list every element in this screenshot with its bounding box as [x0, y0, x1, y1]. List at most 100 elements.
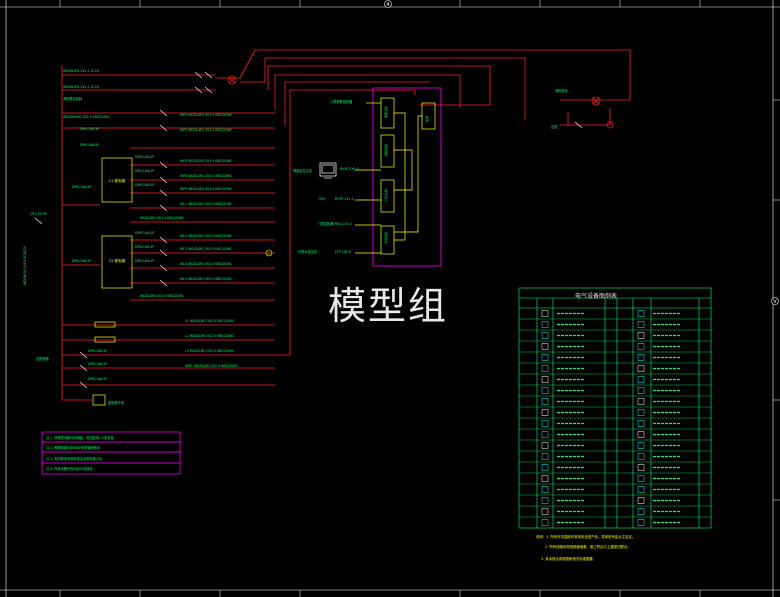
legend-symbol-icon	[637, 453, 645, 460]
legend-symbol-icon	[637, 519, 645, 526]
legend-symbol-icon	[541, 343, 549, 350]
legend-table	[518, 287, 712, 529]
legend-symbol-icon	[541, 376, 549, 383]
svg-text:对讲主机: 对讲主机	[383, 232, 388, 244]
legend-symbol-icon	[637, 387, 645, 394]
svg-text:RVV-2X1.0: RVV-2X1.0	[335, 222, 352, 226]
svg-text:应急: 应急	[551, 124, 558, 129]
legend-symbol-icon	[541, 475, 549, 482]
svg-text:报警主机: 报警主机	[383, 106, 388, 118]
legend-symbol-icon	[541, 321, 549, 328]
svg-text:注 4. 所有设备外壳均应可靠接地: 注 4. 所有设备外壳均应可靠接地	[46, 466, 93, 471]
svg-text:WM1 WDZA-BYJ-3X2.5 KBG20/WC: WM1 WDZA-BYJ-3X2.5 KBG20/WC	[185, 364, 239, 368]
module-labels: 报警主机 视频主机 门禁主机 对讲主机 电源	[383, 106, 429, 244]
svg-text:2. 所有线路均穿阻燃管暗敷，施工时应与土建密切配合。: 2. 所有线路均穿阻燃管暗敷，施工时应与土建密切配合。	[545, 544, 631, 549]
svg-text:FTP CAT 6: FTP CAT 6	[335, 250, 351, 254]
svg-text:V: V	[773, 299, 777, 305]
legend-symbol-icon	[637, 365, 645, 372]
legend-symbol-icon	[637, 310, 645, 317]
legend-symbol-icon	[637, 321, 645, 328]
svg-text:DPN-16A/1P: DPN-16A/1P	[135, 183, 154, 187]
legend-symbol-icon	[541, 420, 549, 427]
svg-text:DPN-16A/1P: DPN-16A/1P	[135, 259, 154, 263]
svg-text:4: 4	[386, 2, 389, 8]
svg-text:入侵报警控制器: 入侵报警控制器	[330, 99, 353, 104]
svg-text:WDZN-YJY-5X10-SC40-FC: WDZN-YJY-5X10-SC40-FC	[23, 245, 27, 285]
legend-symbol-icon	[541, 508, 549, 515]
svg-text:可视对讲主机: 可视对讲主机	[298, 249, 318, 254]
watermark-title: 模型组	[328, 284, 449, 328]
legend-symbol-icon	[637, 398, 645, 405]
legend-symbol-icon	[637, 497, 645, 504]
svg-text:WP3 WDZA-BYJ-3X2.5 KBG20/WC: WP3 WDZA-BYJ-3X2.5 KBG20/WC	[180, 159, 233, 163]
svg-text:DPN-16A/1P: DPN-16A/1P	[72, 185, 91, 189]
svg-text:QF1-32/3P: QF1-32/3P	[30, 212, 47, 216]
svg-text:WP5 WDZA-BYJ-3X2.5 KBG20/WC: WP5 WDZA-BYJ-3X2.5 KBG20/WC	[180, 187, 233, 191]
border-marker-top: 4	[384, 0, 392, 8]
legend-rows	[519, 318, 711, 518]
border-marker-right: V	[771, 297, 779, 305]
svg-text:DPN-16A/1P: DPN-16A/1P	[88, 362, 107, 366]
svg-text:WP4 WDZA-BYJ-3X2.5 KBG20/WC: WP4 WDZA-BYJ-3X2.5 KBG20/WC	[180, 174, 233, 178]
legend-icons	[541, 310, 681, 526]
svg-text:TVM: TVM	[317, 197, 325, 201]
breaker-symbols	[34, 71, 583, 389]
legend-symbol-icon	[637, 409, 645, 416]
legend-symbol-icon	[637, 486, 645, 493]
legend-symbol-icon	[637, 376, 645, 383]
legend-symbol-icon	[541, 486, 549, 493]
legend-symbol-icon	[541, 387, 549, 394]
svg-text:1: 1	[268, 252, 270, 256]
circled-marker-1: 1	[265, 249, 273, 257]
svg-text:WP1 WDZA-BYJ-3X2.5 KBG20/WC: WP1 WDZA-BYJ-3X2.5 KBG20/WC	[180, 113, 233, 117]
legend-symbol-icon	[637, 508, 645, 515]
legend-symbol-icon	[541, 519, 549, 526]
svg-text:DPN-16A/1P: DPN-16A/1P	[135, 155, 154, 159]
svg-text:视频监控主机: 视频监控主机	[293, 168, 313, 173]
svg-text:L2 WDZA-BYJ-3X2.5 KBG20/WC: L2 WDZA-BYJ-3X2.5 KBG20/WC	[185, 334, 235, 338]
svg-text:注 3. 安防弱电系统电源由本配电箱引出: 注 3. 安防弱电系统电源由本配电箱引出	[46, 456, 102, 461]
svg-text:DPN-16A/1P: DPN-16A/1P	[135, 169, 154, 173]
circuit-labels: WDZN-BYJ-3X2.5-SC20 WDZN-BYJ-3X2.5-SC20 …	[30, 69, 568, 405]
svg-text:消防联动控制: 消防联动控制	[63, 96, 82, 101]
svg-text:DPN-16A/1P: DPN-16A/1P	[72, 259, 91, 263]
wiring-red	[61, 49, 631, 401]
svg-text:3. 其余做法参照国家相关标准图集。: 3. 其余做法参照国家相关标准图集。	[541, 556, 596, 561]
svg-text:WDZA-BYJ-3X2.5 KBG20/WC: WDZA-BYJ-3X2.5 KBG20/WC	[140, 216, 185, 220]
svg-text:WDZA-BYJ-3X2.5 KBG20/WC: WDZA-BYJ-3X2.5 KBG20/WC	[140, 294, 185, 298]
legend-symbol-icon	[541, 332, 549, 339]
legend-symbol-icon	[637, 464, 645, 471]
legend-symbol-icon	[637, 475, 645, 482]
svg-text:视频主机: 视频主机	[383, 144, 388, 156]
svg-text:DPN-16A/1P: DPN-16A/1P	[135, 231, 154, 235]
legend-symbol-icon	[637, 431, 645, 438]
svg-text:DPN-16A/1P: DPN-16A/1P	[135, 245, 154, 249]
fault-indicator-circles	[227, 75, 614, 129]
legend-symbol-icon	[541, 464, 549, 471]
legend-symbol-icon	[637, 354, 645, 361]
svg-text:WL3 WDZA-BYJ-3X2.5 KBG20/WC: WL3 WDZA-BYJ-3X2.5 KBG20/WC	[180, 247, 233, 251]
vertical-label: WDZN-YJY-5X10-SC40-FC	[23, 245, 27, 285]
svg-text:消防联动: 消防联动	[555, 88, 568, 93]
legend-symbol-icon	[637, 343, 645, 350]
legend-symbol-icon	[541, 497, 549, 504]
svg-text:门禁主机: 门禁主机	[383, 189, 388, 201]
svg-text:RVVP-2X1.0: RVVP-2X1.0	[340, 167, 359, 171]
legend-symbol-icon	[541, 453, 549, 460]
svg-text:L3 WDZA-BYJ-3X2.5 KBG20/WC: L3 WDZA-BYJ-3X2.5 KBG20/WC	[185, 349, 235, 353]
legend-symbol-icon	[541, 409, 549, 416]
svg-text:电源: 电源	[424, 116, 429, 122]
svg-text:WDZN-BYJ-3X2.5-SC20: WDZN-BYJ-3X2.5-SC20	[63, 69, 99, 73]
svg-text:WDZN-BYJ-3X2.5-SC20: WDZN-BYJ-3X2.5-SC20	[63, 85, 99, 89]
svg-text:注 1. 所有配电箱均为暗装，底边距地1.5米安装: 注 1. 所有配电箱均为暗装，底边距地1.5米安装	[46, 435, 114, 440]
svg-text:说明：1. 所有开关插座均采用安全型产品，具体型号由业主自定: 说明：1. 所有开关插座均采用安全型产品，具体型号由业主自定。	[536, 534, 635, 539]
svg-text:总配电箱: 总配电箱	[36, 356, 50, 361]
legend-symbol-icon	[637, 442, 645, 449]
svg-text:C2 配电箱: C2 配电箱	[109, 258, 126, 263]
svg-text:WL5 WDZA-BYJ-3X2.5 KBG20/WC: WL5 WDZA-BYJ-3X2.5 KBG20/WC	[180, 277, 233, 281]
svg-text:WL4 WDZA-BYJ-3X2.5 KBG20/WC: WL4 WDZA-BYJ-3X2.5 KBG20/WC	[180, 262, 233, 266]
svg-text:L1 WDZA-BYJ-3X2.5 KBG20/WC: L1 WDZA-BYJ-3X2.5 KBG20/WC	[185, 319, 235, 323]
notes-text: 注 1. 所有配电箱均为暗装，底边距地1.5米安装 注 2. 照明回路均采用BV…	[46, 435, 114, 471]
svg-text:WL1 WDZA-BYJ-3X2.5 KBG20/WC: WL1 WDZA-BYJ-3X2.5 KBG20/WC	[180, 202, 233, 206]
